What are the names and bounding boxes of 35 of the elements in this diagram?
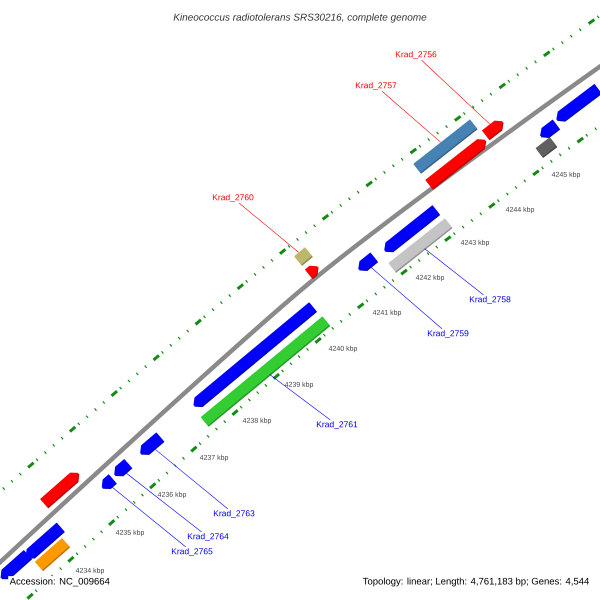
gene-block — [34, 538, 70, 572]
gene-label: Krad_2759 — [428, 330, 468, 338]
gene-label: Krad_2760 — [212, 194, 254, 202]
gene-block — [540, 120, 560, 138]
gene-block — [388, 218, 453, 273]
leader-line — [125, 472, 202, 532]
leader-line — [382, 90, 441, 142]
leader-line — [370, 266, 442, 330]
gene-block — [556, 84, 600, 122]
gene-block — [114, 458, 132, 476]
gene-block — [102, 474, 117, 489]
gene-block — [140, 432, 164, 455]
gene-label: Krad_2764 — [188, 533, 229, 541]
gene-block — [40, 472, 80, 508]
leader-line — [269, 374, 330, 420]
gene-label: Krad_2756 — [396, 51, 436, 59]
gene-block — [425, 139, 486, 190]
title: Kineococcus radiotolerans SRS30216, complete genome — [174, 13, 426, 23]
gene-block — [536, 137, 558, 158]
gene-block — [304, 266, 319, 280]
gene-block — [294, 247, 313, 266]
gene-label: Krad_2758 — [470, 296, 510, 304]
leader-line — [421, 60, 490, 124]
gene-block — [358, 252, 378, 271]
summary-text: Topology: linear; Length: 4,761,183 bp; Genes: 4,544 — [361, 576, 591, 588]
leader-line — [111, 486, 186, 548]
gene-label: Krad_2761 — [316, 421, 358, 429]
gene-block — [482, 120, 504, 140]
accession-text: Accession: NC_009664 — [8, 576, 112, 588]
gene-label: Krad_2757 — [356, 82, 396, 90]
leader-line — [238, 202, 299, 253]
leader-line — [154, 448, 228, 510]
gene-label: Krad_2765 — [172, 548, 212, 556]
gene-label: Krad_2763 — [214, 510, 254, 518]
leader-line — [424, 248, 484, 296]
